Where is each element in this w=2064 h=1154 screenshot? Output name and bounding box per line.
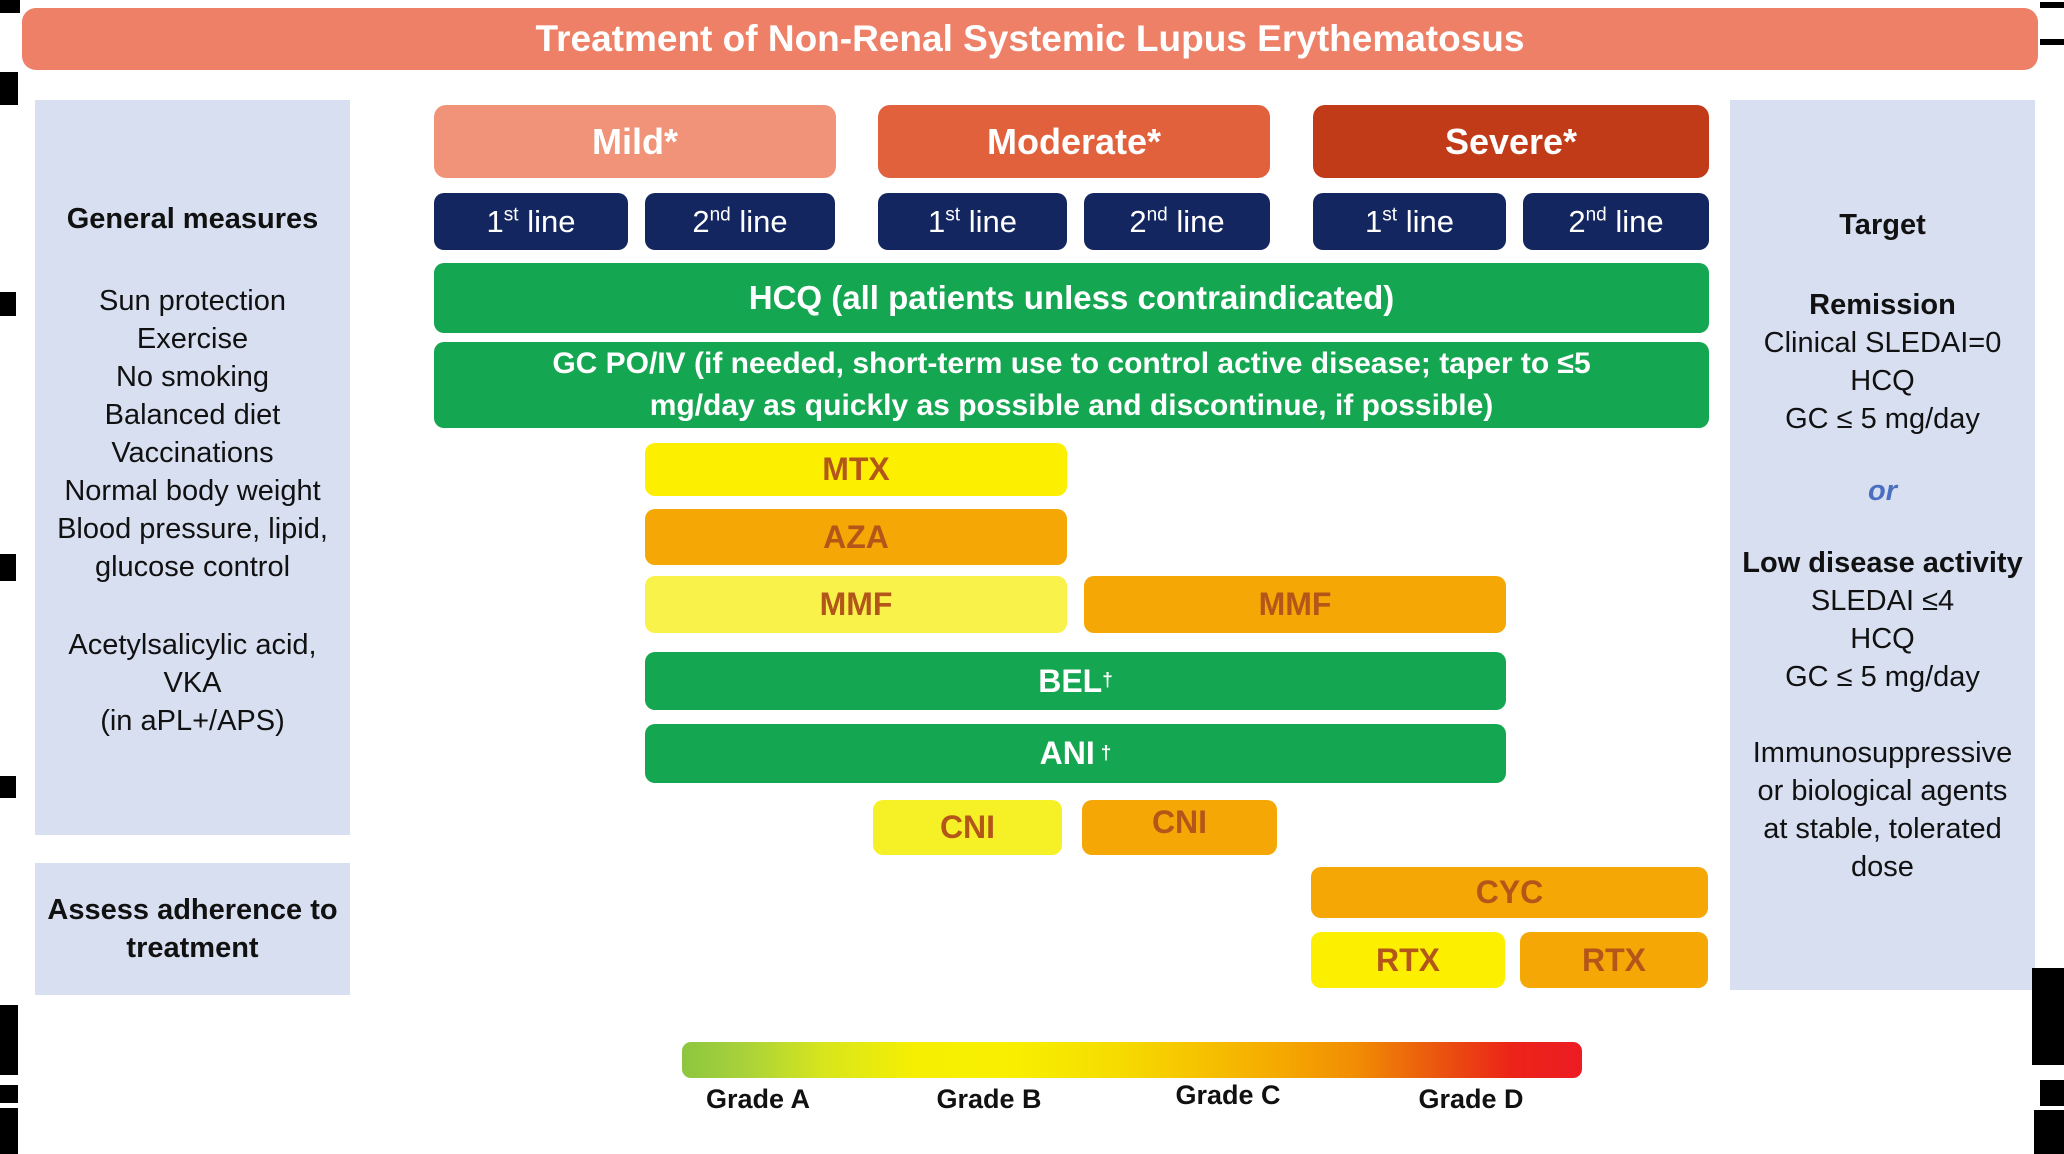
note-line: dose [1851,851,1914,883]
grade-a-label: Grade A [705,1084,811,1114]
lda-line: HCQ [1850,623,1915,655]
gc-bar-line1: GC PO/IV (if needed, short-term use to c… [552,347,1591,380]
adherence-panel: Assess adherence to treatment [35,863,350,995]
grade-c-label: Grade C [1175,1080,1281,1110]
remission-line: Clinical SLEDAI=0 [1763,327,2002,359]
target-heading: Target [1839,209,1926,241]
antiplatelet-item: VKA [163,667,222,699]
remission-line: GC ≤ 5 mg/day [1785,403,1980,435]
aza-bar: AZA [645,509,1067,565]
general-measure-item: Normal body weight [64,475,321,507]
antiplatelet-item: (in aPL+/APS) [100,705,285,737]
general-measure-item: Balanced diet [104,399,281,431]
grade-b-label: Grade B [936,1084,1042,1114]
page-title: Treatment of Non-Renal Systemic Lupus Er… [22,8,2038,70]
line-button-severe-2nd: 2nd line [1523,193,1709,250]
remission-line: HCQ [1850,365,1915,397]
gc-bar: GC PO/IV (if needed, short-term use to c… [434,342,1709,428]
bel-bar: BEL† [645,652,1506,710]
target-panel: Target Remission Clinical SLEDAI=0 HCQ G… [1730,100,2035,990]
lda-line: GC ≤ 5 mg/day [1785,661,1980,693]
lda-line: SLEDAI ≤4 [1810,585,1955,617]
cni-bar-yellow: CNI [873,800,1062,855]
note-line: Immunosuppressive [1752,737,2013,769]
mmf-bar-orange: MMF [1084,576,1506,633]
remission-heading: Remission [1809,289,1956,321]
line-button-severe-1st: 1st line [1313,193,1506,250]
general-measures-panel: General measures Sun protection Exercise… [35,100,350,835]
antiplatelet-item: Acetylsalicylic acid, [68,629,317,661]
general-measure-item: glucose control [94,551,291,583]
general-measure-item: Blood pressure, lipid, [57,513,328,545]
note-line: at stable, tolerated [1763,813,2002,845]
severity-header-severe: Severe* [1313,105,1709,178]
severity-header-moderate: Moderate* [878,105,1270,178]
general-measure-item: Exercise [136,323,249,355]
cni-bar-orange: CNI [1082,800,1277,855]
mmf-bar-yellow: MMF [645,576,1067,633]
line-button-moderate-1st: 1st line [878,193,1067,250]
line-button-mild-2nd: 2nd line [645,193,835,250]
rtx-bar-yellow: RTX [1311,932,1505,988]
general-measures-heading: General measures [66,203,319,235]
general-measure-item: No smoking [115,361,270,393]
lda-heading: Low disease activity [1742,547,2023,579]
line-button-mild-1st: 1st line [434,193,628,250]
gc-bar-line2: mg/day as quickly as possible and discon… [649,389,1494,422]
hcq-bar: HCQ (all patients unless contraindicated… [434,263,1709,333]
note-line: or biological agents [1757,775,2008,807]
general-measure-item: Sun protection [98,285,286,317]
general-measure-item: Vaccinations [111,437,274,469]
grade-gradient-bar [682,1042,1582,1078]
mtx-bar: MTX [645,443,1067,496]
ani-bar: ANI† [645,724,1506,783]
grade-d-label: Grade D [1418,1084,1524,1114]
rtx-bar-orange: RTX [1520,932,1708,988]
cyc-bar: CYC [1311,867,1708,918]
adherence-text: Assess adherence to treatment [47,894,338,964]
or-label: or [1868,475,1897,507]
severity-header-mild: Mild* [434,105,836,178]
line-button-moderate-2nd: 2nd line [1084,193,1270,250]
